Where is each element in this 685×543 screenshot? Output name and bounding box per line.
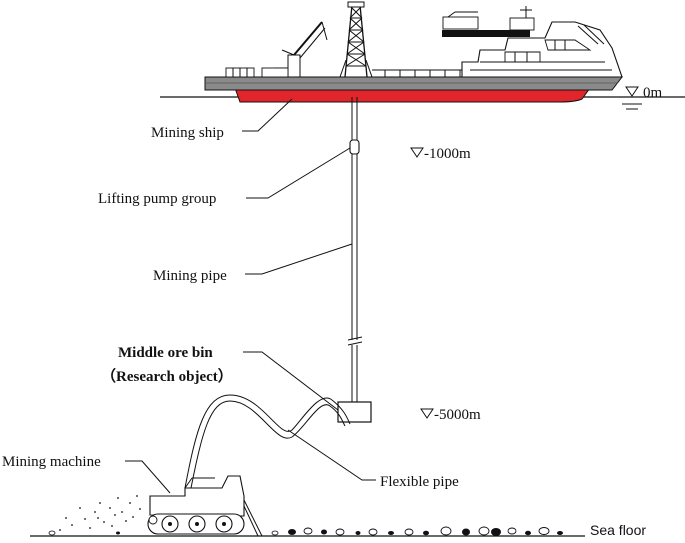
label-sea-floor: Sea floor [590,522,646,538]
leader-mining-pipe [245,243,353,275]
inverted-triangle-icon [420,408,434,419]
label-mining-machine: Mining machine [2,454,101,470]
sea-floor [30,526,585,537]
flexible-pipe [184,394,351,489]
lifting-pump [349,139,360,155]
ship-deck [204,76,624,91]
ship-hull-bottom [234,87,591,103]
label-mining-ship: Mining ship [151,125,224,141]
ship-bridge-roof [442,30,530,37]
leader-mining-ship [242,98,293,132]
leader-lifting-pump [246,147,351,199]
mining-ship [204,1,624,103]
label-middle-ore-bin: Middle ore bin [118,345,213,361]
depth-marker-1000m: -1000m [410,146,471,162]
leader-ore-bin [243,351,339,411]
label-flexible-pipe: Flexible pipe [380,474,459,490]
ship-derrick [339,1,373,78]
label-mining-pipe: Mining pipe [153,268,227,284]
depth-marker-0m: 0m [622,85,663,110]
leader-flexible-pipe [287,429,376,481]
inverted-triangle-icon [625,86,639,97]
sediment-plume [59,495,141,531]
inverted-triangle-icon [410,147,424,158]
depth-label-5000m: -5000m [434,407,481,423]
ship-superstructure [442,6,623,78]
mining-pipe [347,97,363,402]
leader-mining-machine [125,460,171,494]
leader-lines [125,98,376,494]
ship-crane [261,21,328,78]
label-research-object: （Research object） [101,367,233,385]
label-lifting-pump-group: Lifting pump group [98,191,216,207]
depth-label-1000m: -1000m [424,146,471,162]
mining-machine [147,475,263,537]
depth-marker-5000m: -5000m [420,407,481,423]
depth-label-0m: 0m [643,85,663,101]
